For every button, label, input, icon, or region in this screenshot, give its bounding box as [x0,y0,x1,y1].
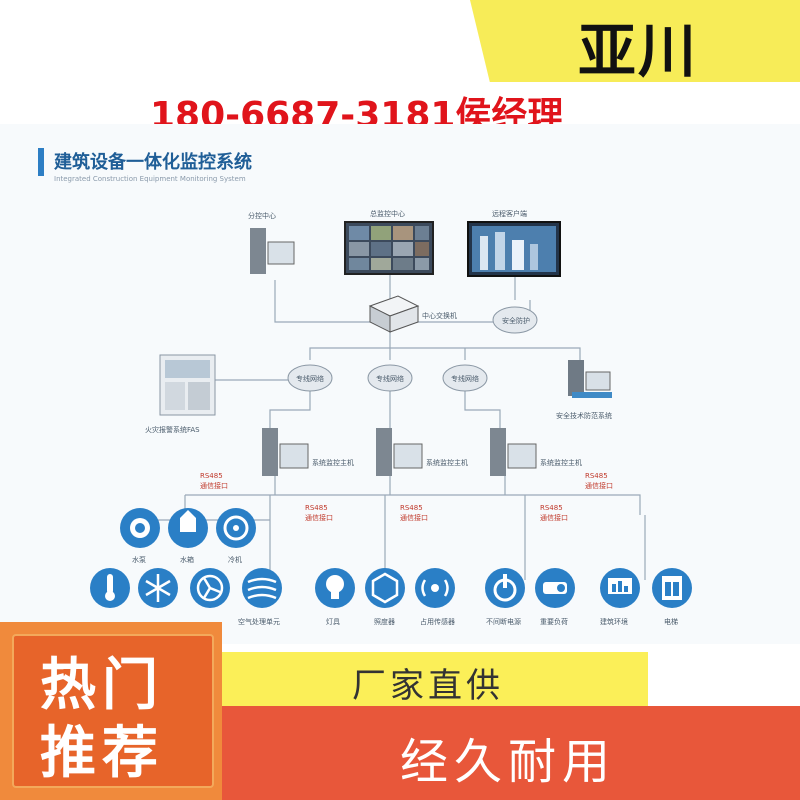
host-3: 系统监控主机 [490,428,582,476]
brand-banner [470,0,800,82]
svg-text:占用传感器: 占用传感器 [420,617,455,626]
chiller-icon: 冷机 [216,508,256,564]
branch-center-label: 分控中心 [248,211,276,220]
hot-badge [12,634,214,788]
diagram-subtitle: Integrated Construction Equipment Monito… [54,175,246,183]
host-2: 系统监控主机 [376,428,468,476]
branch-center-node: 分控中心 [248,211,295,274]
power-icon: 不间断电源 [485,568,525,626]
bulb-icon: 灯具 [315,568,355,626]
core-switch-label: 中心交换机 [422,311,457,320]
core-switch-node: 中心交换机 [368,295,457,333]
svg-text:空气处理单元: 空气处理单元 [238,617,280,626]
security-cloud: 安全防护 [492,306,538,334]
host-1-label: 系统监控主机 [312,458,354,467]
cloud-3: 专线网络 [442,364,488,392]
cloud-1: 专线网络 [287,364,333,392]
hot-line-1: 热门 [40,653,164,718]
rs485-label: RS485 [540,504,563,512]
light-sensor-icon: 照度器 [365,568,405,626]
hot-line-2: 推荐 [40,721,164,786]
environment-icon: 建筑环境 [600,568,640,626]
occupancy-sensor-icon: 占用传感器 [415,568,455,626]
rs485-label: RS485 [305,504,328,512]
svg-text:重要负荷: 重要负荷 [540,617,568,626]
durable-text: 经久耐用 [400,734,617,790]
rs485-label: RS485 [400,504,423,512]
fan-icon [190,568,230,608]
main-center-node: 总监控中心 [344,209,434,275]
svg-text:不间断电源: 不间断电源 [486,617,521,626]
svg-text:建筑环境: 建筑环境 [600,617,628,626]
network-clouds: 专线网络 专线网络 专线网络 [287,364,488,392]
port-label: 通信接口 [540,513,568,522]
main-center-label: 总监控中心 [370,209,405,218]
svg-text:电梯: 电梯 [664,617,678,626]
cloud-label: 专线网络 [451,374,479,383]
rs485-label: RS485 [200,472,223,480]
host-3-label: 系统监控主机 [540,458,582,467]
air-handler-icon: 空气处理单元 [238,568,282,626]
host-1: 系统监控主机 [262,428,354,476]
cloud-label: 专线网络 [376,374,404,383]
cloud-label: 专线网络 [296,374,324,383]
rs485-label: RS485 [585,472,608,480]
port-label: 通信接口 [200,481,228,490]
svg-text:水箱: 水箱 [180,555,194,564]
snowflake-icon [138,568,178,608]
pump-icon: 水泵 [120,508,160,564]
security-system-label: 安全技术防范系统 [556,411,612,420]
svg-text:灯具: 灯具 [326,617,340,626]
switch-icon: 重要负荷 [535,568,575,626]
cloud-2: 专线网络 [367,364,413,392]
brand-name: 亚川 [578,17,699,85]
factory-text: 厂家直供 [352,666,504,706]
svg-text:水泵: 水泵 [132,555,146,564]
monitor-hosts: 系统监控主机 系统监控主机 系统监控主机 [262,428,582,476]
port-label: 通信接口 [305,513,333,522]
tank-icon: 水箱 [168,508,208,564]
device-icons: 水泵 水箱 冷机 空气处理单元 灯具 照度器 占用传感器 不间断电源 重要负荷 … [90,508,692,626]
port-label: 通信接口 [585,481,613,490]
bus-labels: RS485 通信接口 RS485 通信接口 RS485 通信接口 RS485 通… [200,472,613,522]
remote-client-node: 远程客户端 [467,209,561,277]
remote-client-label: 远程客户端 [492,209,527,218]
svg-text:冷机: 冷机 [228,555,242,564]
host-2-label: 系统监控主机 [426,458,468,467]
svg-text:照度器: 照度器 [374,617,395,626]
factory-band [222,652,648,706]
elevator-icon: 电梯 [652,568,692,626]
port-label: 通信接口 [400,513,428,522]
fas-label: 火灾报警系统FAS [145,425,200,434]
fas-node: 火灾报警系统FAS [145,354,216,434]
security-cloud-label: 安全防护 [502,316,530,325]
title-accent [38,148,44,176]
security-system-node: 安全技术防范系统 [556,360,612,420]
durable-band [222,706,800,800]
diagram-title: 建筑设备一体化监控系统 [54,152,252,173]
thermometer-icon [90,568,130,608]
